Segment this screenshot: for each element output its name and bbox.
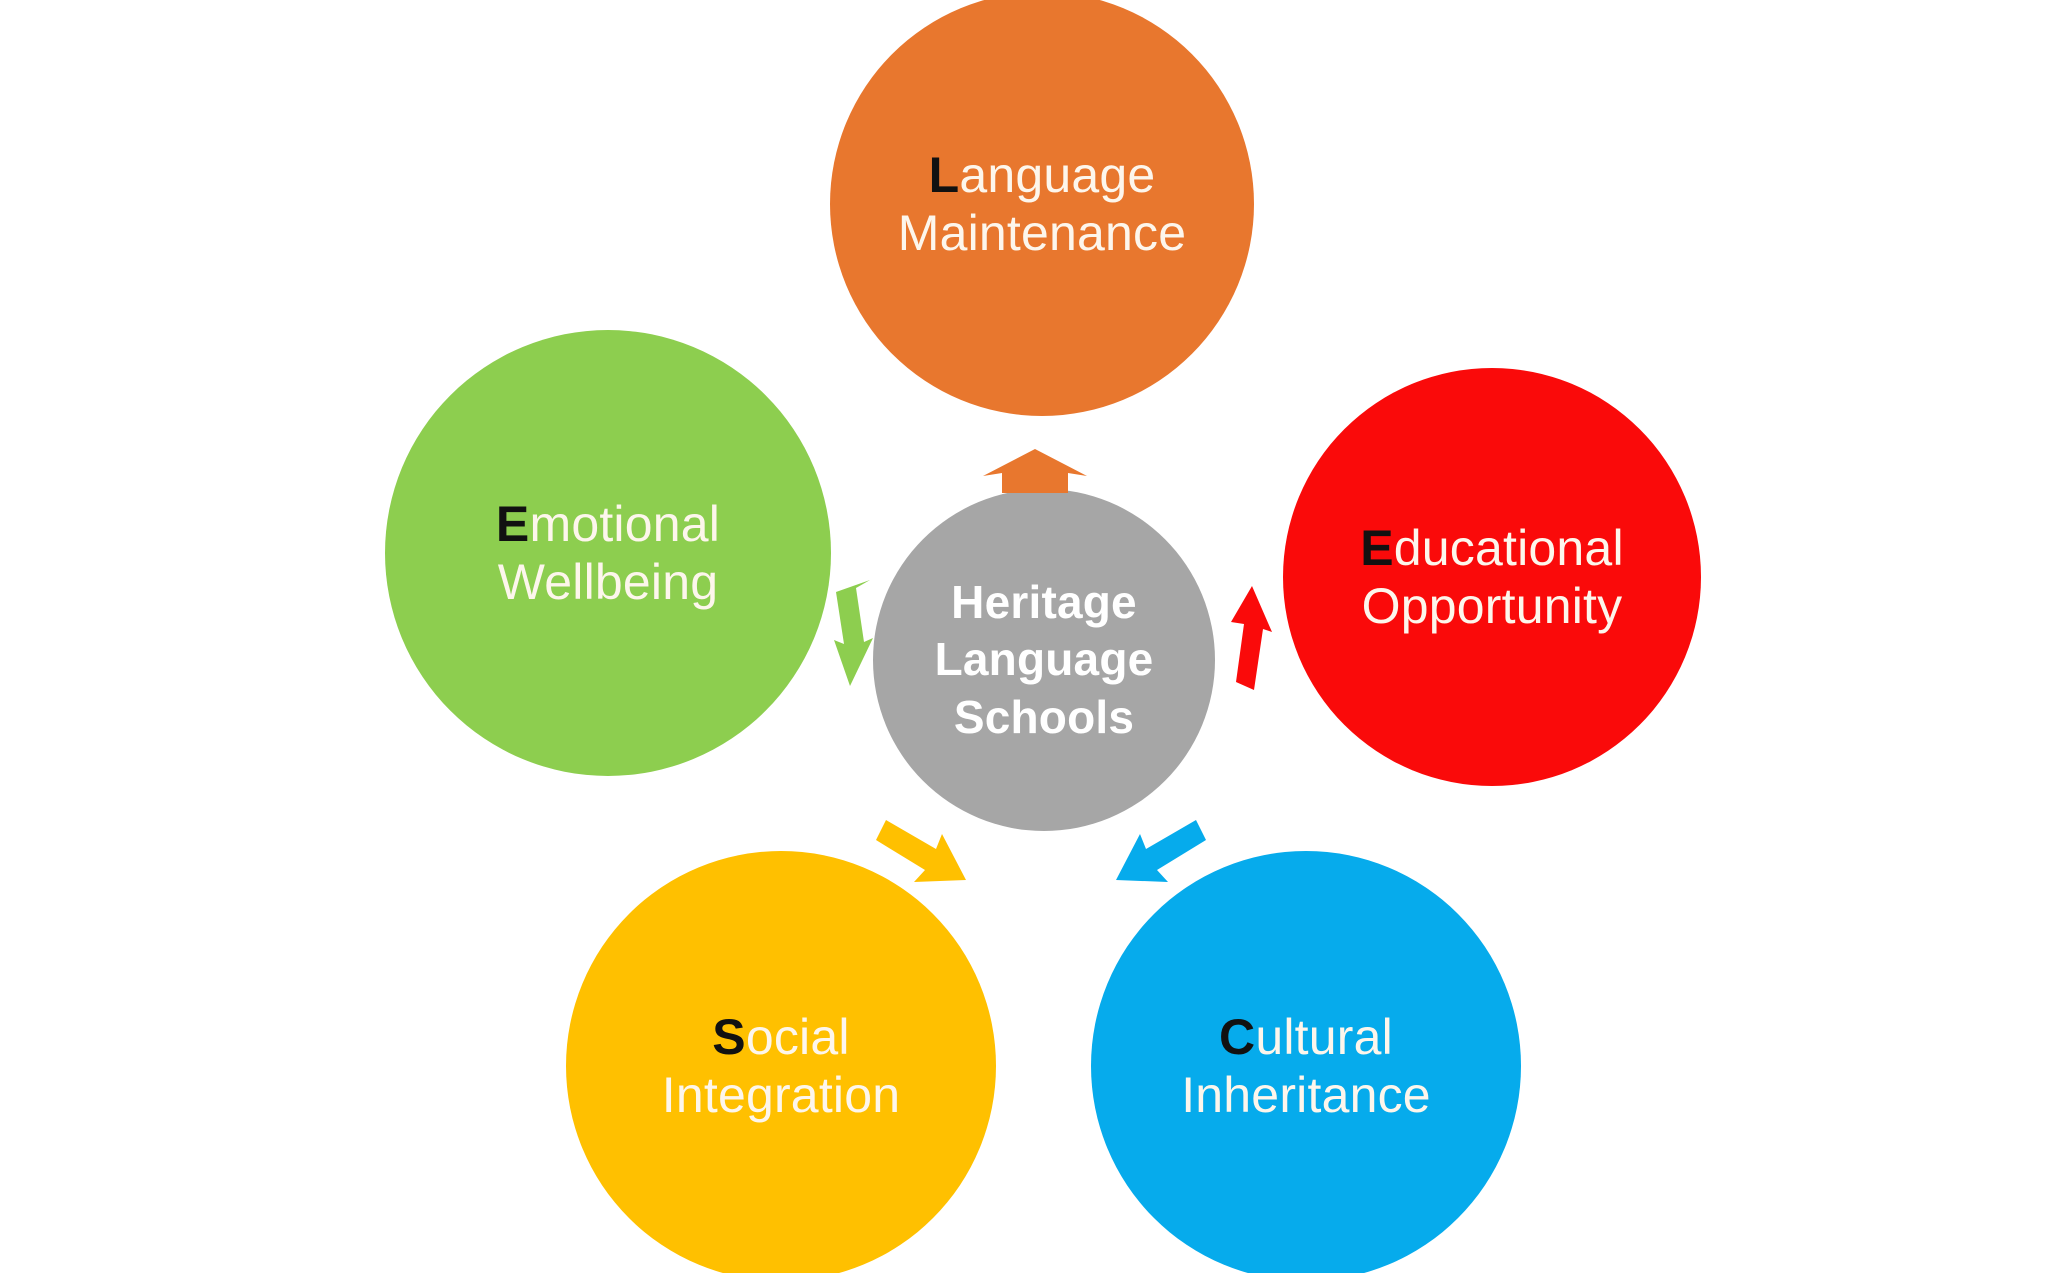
arrow-up-icon: [980, 448, 1090, 496]
node-emotional-wellbeing-initial: E: [495, 496, 530, 552]
hub-node-label: Heritage Language Schools: [934, 576, 1154, 743]
node-cultural-inheritance-line1: ultural: [1255, 1009, 1393, 1065]
node-language-maintenance-line2: Maintenance: [897, 205, 1187, 261]
node-language-maintenance-initial: L: [928, 147, 960, 203]
node-educational-opportunity-line1: ducational: [1393, 520, 1624, 576]
node-social-integration-line2: Integration: [661, 1067, 901, 1123]
arrow-down-left-icon: [870, 808, 974, 886]
node-educational-opportunity-initial: E: [1360, 520, 1394, 576]
node-cultural-inheritance-line2: Inheritance: [1181, 1067, 1431, 1123]
node-social-integration-line1: ocial: [745, 1009, 850, 1065]
node-language-maintenance-line1: anguage: [959, 147, 1156, 203]
arrow-left-icon: [826, 578, 882, 690]
arrow-down-right-icon: [1108, 808, 1212, 886]
node-emotional-wellbeing-line1: motional: [529, 496, 721, 552]
node-social-integration-initial: S: [712, 1009, 746, 1065]
hub-node-heritage-language-schools[interactable]: Heritage Language Schools: [873, 489, 1215, 831]
node-educational-opportunity-line2: Opportunity: [1361, 578, 1623, 634]
node-cultural-inheritance-initial: C: [1219, 1009, 1256, 1065]
node-emotional-wellbeing-line2: Wellbeing: [497, 554, 719, 610]
arrow-up-right-icon: [1222, 586, 1276, 696]
